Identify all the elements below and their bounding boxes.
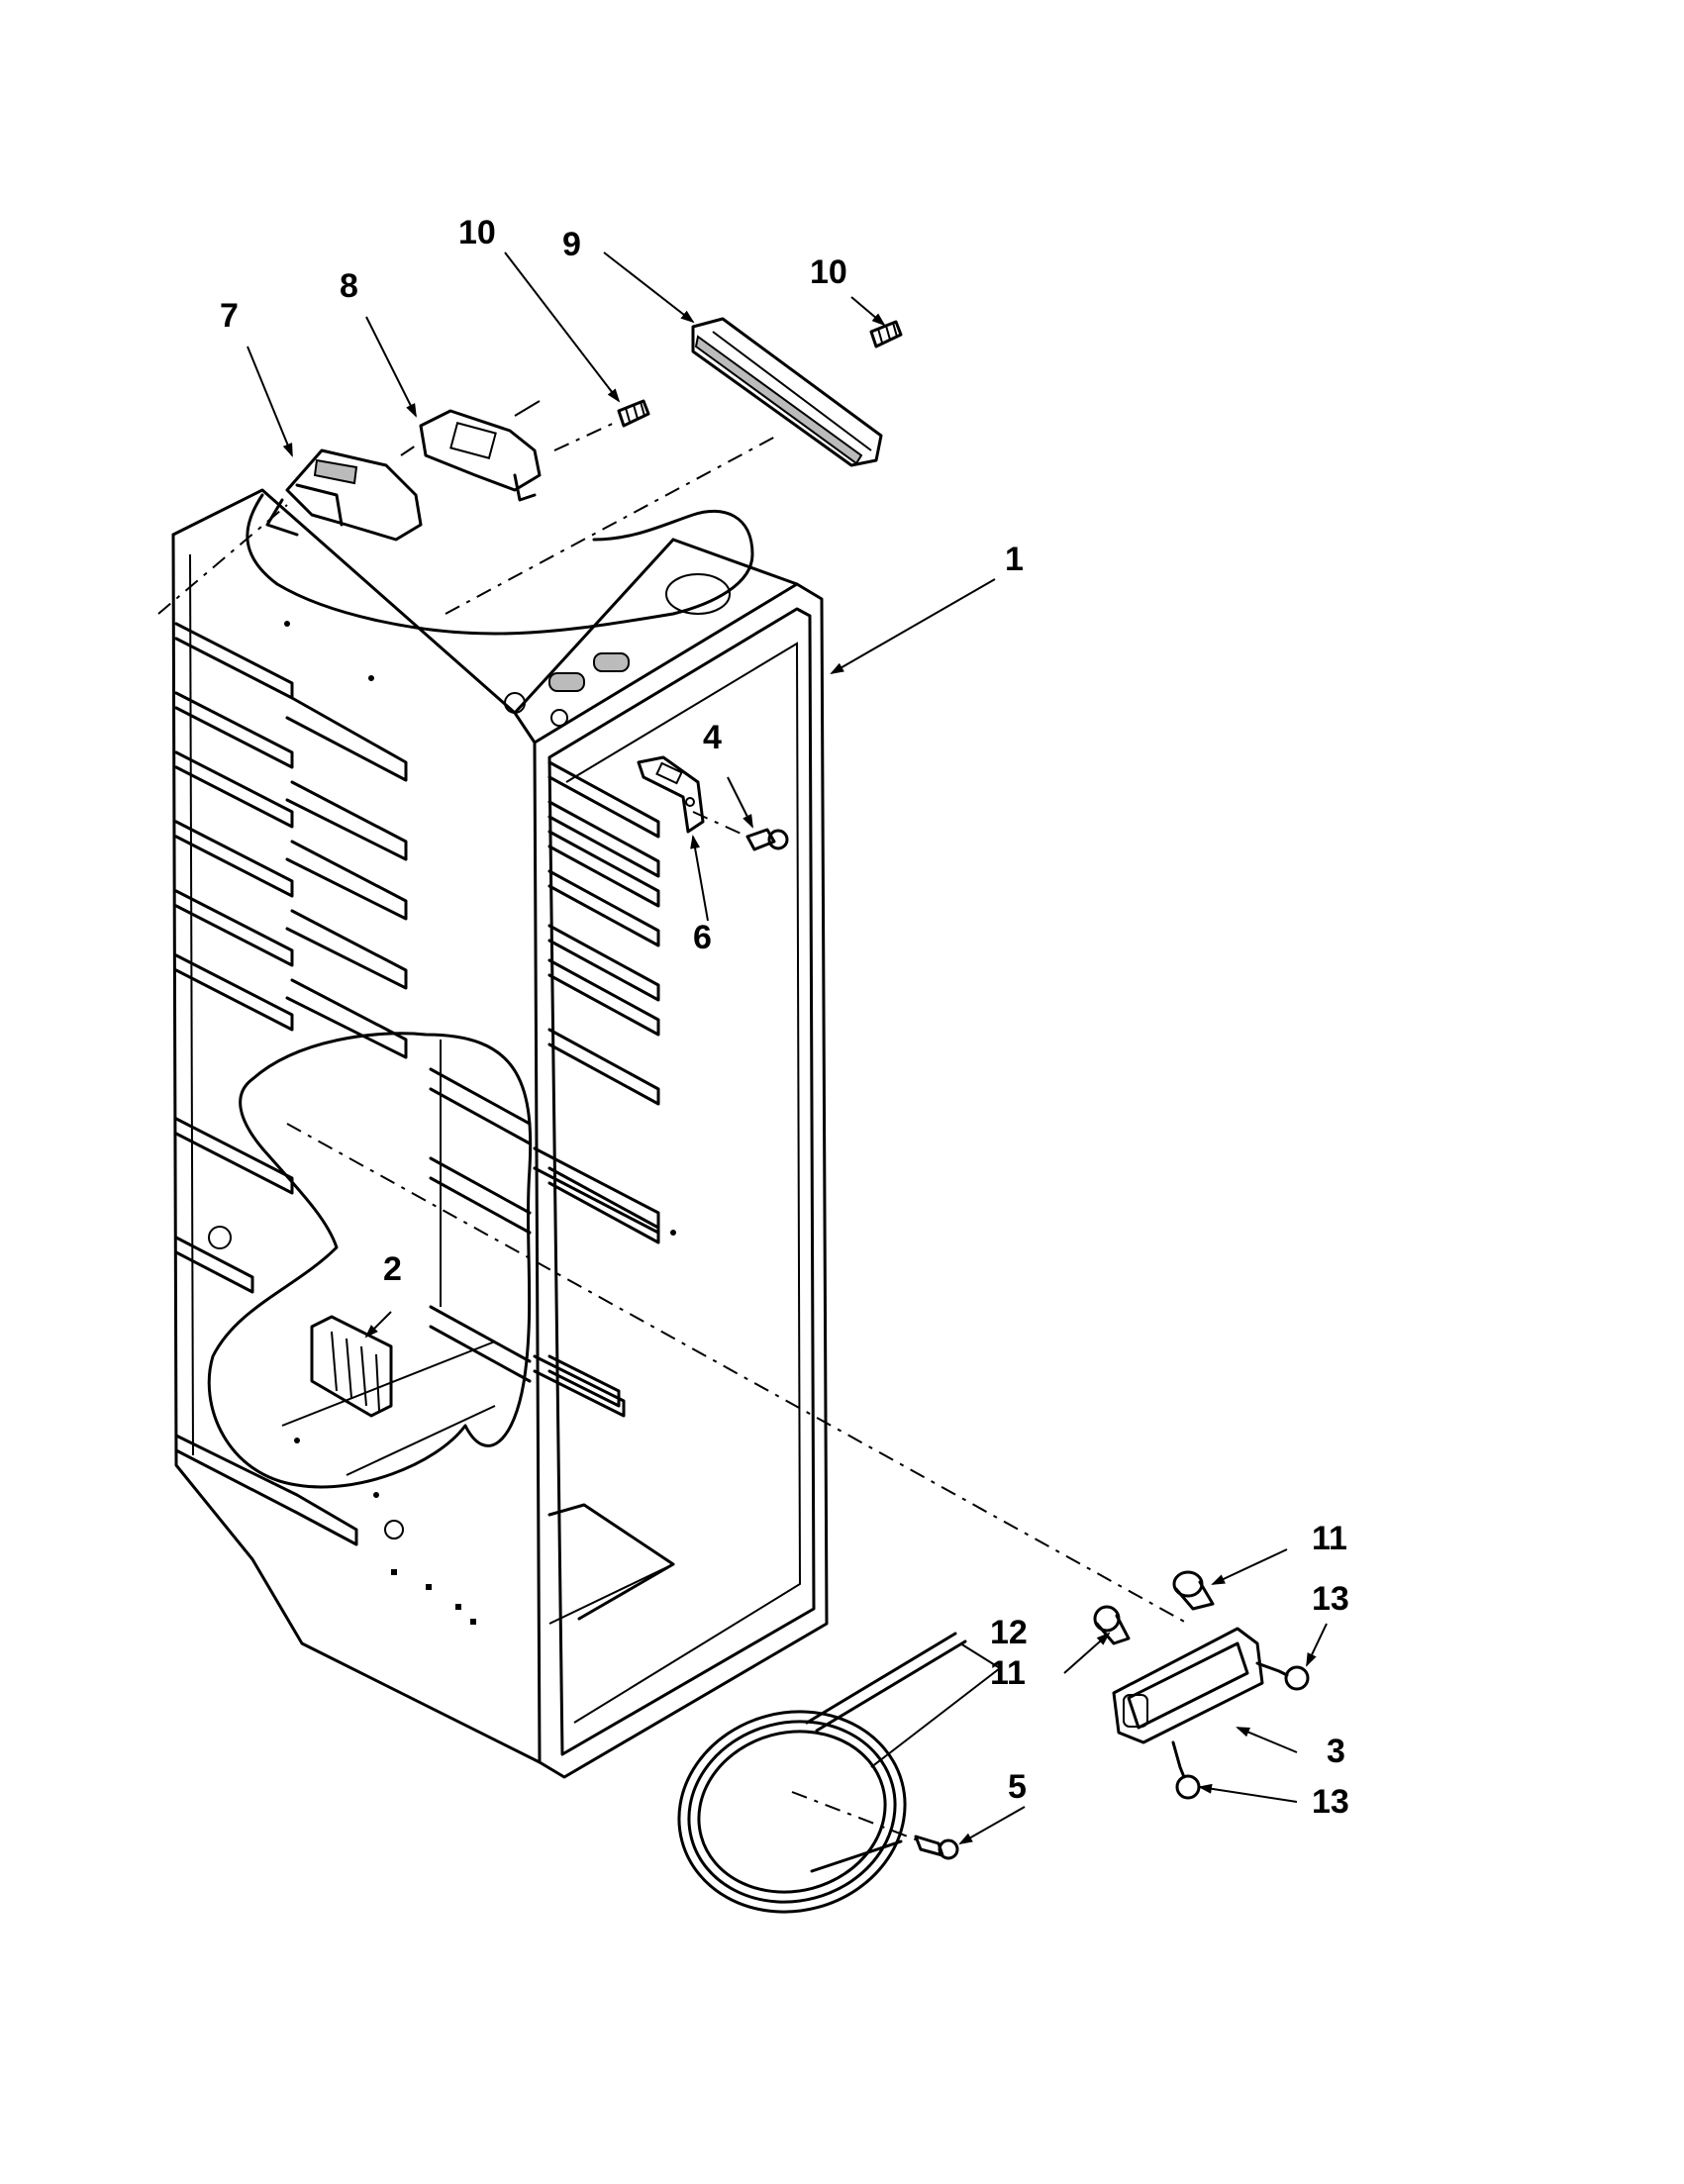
screw-4 [745,828,789,851]
vent-2 [310,1315,393,1418]
callout-11-bottom: 11 [990,1654,1026,1692]
wire-12 [677,1632,967,1914]
callout-3: 3 [1327,1733,1345,1770]
callout-7: 7 [220,297,239,335]
callout-13-top: 13 [1312,1580,1349,1618]
plug-11-bottom [1093,1605,1131,1645]
bracket-6 [637,755,705,834]
callout-8: 8 [340,267,358,305]
screw-10-right [869,320,903,348]
bracket [419,400,542,502]
callout-12: 12 [990,1614,1028,1651]
callout-10-left: 10 [458,214,496,251]
callout-6: 6 [693,919,712,956]
control-housing [265,448,423,542]
callout-4: 4 [703,719,722,756]
top-rail [691,317,883,467]
callout-2: 2 [383,1250,402,1288]
screw-5 [914,1835,959,1860]
callout-13-bottom: 13 [1312,1783,1349,1821]
screw-10-left [617,399,650,428]
screw-13-top [1255,1661,1310,1691]
screw-13-bottom [1171,1740,1201,1800]
cabinet-liner [171,488,829,1779]
callout-9: 9 [562,226,581,263]
callout-11-top: 11 [1312,1520,1347,1557]
callout-10-right: 10 [810,253,847,291]
plug-11-top [1172,1570,1215,1611]
handle-3 [1112,1627,1264,1744]
callout-1: 1 [1005,541,1024,578]
callout-5: 5 [1008,1768,1027,1806]
